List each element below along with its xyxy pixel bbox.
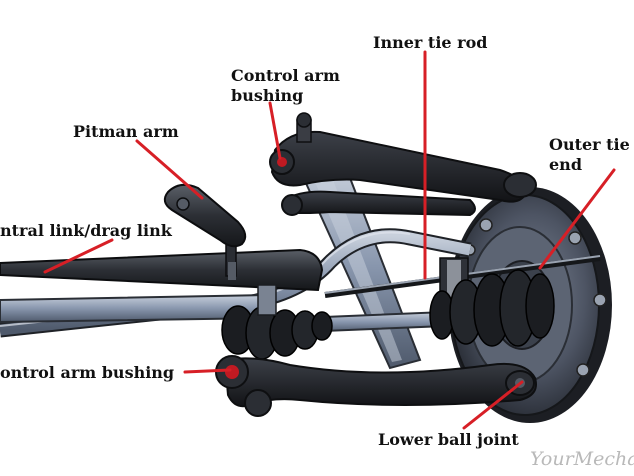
label-control-arm-bushing-upper-line2: bushing [231, 86, 304, 105]
label-lower-ball-joint: Lower ball joint [378, 430, 519, 449]
pitman-arm-shape [163, 183, 247, 248]
label-pitman-arm: Pitman arm [73, 122, 179, 141]
label-control-arm-bushing-upper-line1: Control arm [231, 66, 340, 85]
label-control-arm-bushing-lower: ontrol arm bushing [0, 363, 175, 382]
label-outer-tie-line1: Outer tie r [549, 135, 634, 154]
inner-cv-boot [221, 284, 333, 360]
leader-lower-ball-joint [462, 380, 524, 430]
leader-central-link [43, 238, 114, 274]
leader-lines [43, 50, 616, 430]
label-outer-tie-line2: end [549, 155, 582, 174]
label-central-link: ntral link/drag link [0, 221, 172, 240]
leader-control-arm-bushing-lower [183, 368, 232, 374]
leader-control-arm-bushing-upper [268, 101, 282, 160]
lower-control-arm [215, 355, 537, 417]
label-inner-tie-rod: Inner tie rod [373, 33, 488, 52]
watermark-logo: YourMecha [530, 448, 634, 470]
outer-cv-boot [429, 269, 555, 347]
leader-outer-tie-rod [538, 168, 616, 270]
upper-control-arm [269, 112, 537, 217]
leader-pitman-arm [135, 139, 204, 200]
